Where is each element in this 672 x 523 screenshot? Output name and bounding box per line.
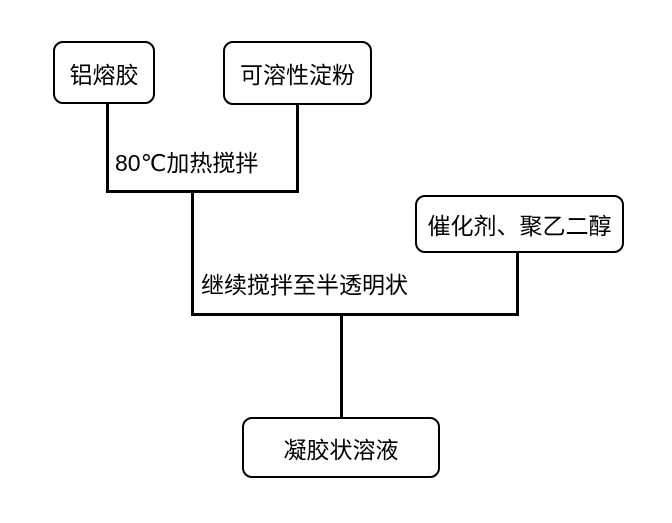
connector-junction1-horizontal	[106, 190, 299, 193]
connector-soluble-starch-down	[296, 103, 299, 192]
connector-junction1-down	[191, 190, 194, 316]
edge-label-heat-stir: 80℃加热搅拌	[115, 150, 259, 176]
node-catalyst-peg: 催化剂、聚乙二醇	[415, 195, 624, 253]
edge-label-continue-stir: 继续搅拌至半透明状	[201, 272, 408, 298]
connector-catalyst-peg-down	[516, 251, 519, 315]
node-soluble-starch: 可溶性淀粉	[223, 41, 372, 105]
connector-junction2-down	[340, 313, 343, 417]
connector-aluminum-sol-down	[106, 102, 109, 192]
node-aluminum-sol: 铝熔胶	[53, 41, 155, 104]
node-gel-solution: 凝胶状溶液	[242, 417, 440, 478]
connector-junction2-horizontal	[191, 313, 519, 316]
